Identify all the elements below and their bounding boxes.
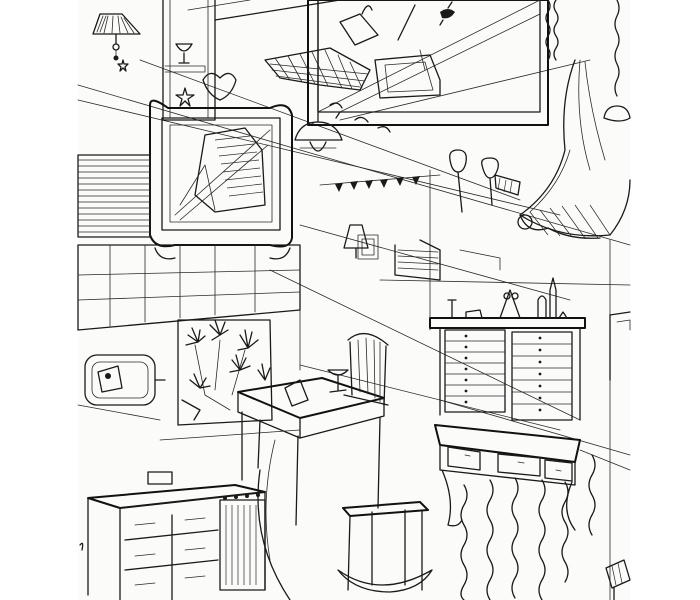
- oval-tray-mirror: [84, 354, 166, 406]
- wall-sconce: [343, 224, 379, 260]
- drawer-cabinet: [87, 471, 266, 600]
- small-leaves: [329, 102, 391, 133]
- spindle-chair: [343, 333, 389, 406]
- hanging-chain-right: [545, 0, 631, 122]
- writing-desk: [237, 369, 385, 526]
- twisted-chains: [460, 454, 596, 600]
- ornate-mirror-frame: [149, 99, 293, 260]
- heart-ornament: [202, 72, 237, 101]
- right-cabinet: [609, 311, 631, 381]
- perspective-lines: [77, 59, 631, 600]
- dressing-table: [434, 424, 581, 531]
- hanging-lamp: [92, 13, 141, 61]
- goblet: [164, 43, 206, 73]
- botanical-print: [177, 319, 273, 426]
- stars: [117, 59, 195, 107]
- chest-of-drawers: [429, 277, 586, 421]
- table-lamp: [605, 559, 631, 600]
- grid-window: [77, 244, 301, 331]
- staircase: [394, 239, 501, 281]
- small-mark: [79, 542, 84, 551]
- stool: [337, 501, 433, 593]
- pendant-lamp: [294, 0, 343, 152]
- draped-curtain: [517, 59, 631, 239]
- large-picture-frame: [307, 0, 549, 126]
- hand-mirrors: [449, 149, 521, 213]
- floor-arc: [159, 429, 301, 600]
- window-blinds: [77, 154, 151, 238]
- bunting-flags: [319, 174, 441, 192]
- tall-window-frame: [162, 0, 341, 121]
